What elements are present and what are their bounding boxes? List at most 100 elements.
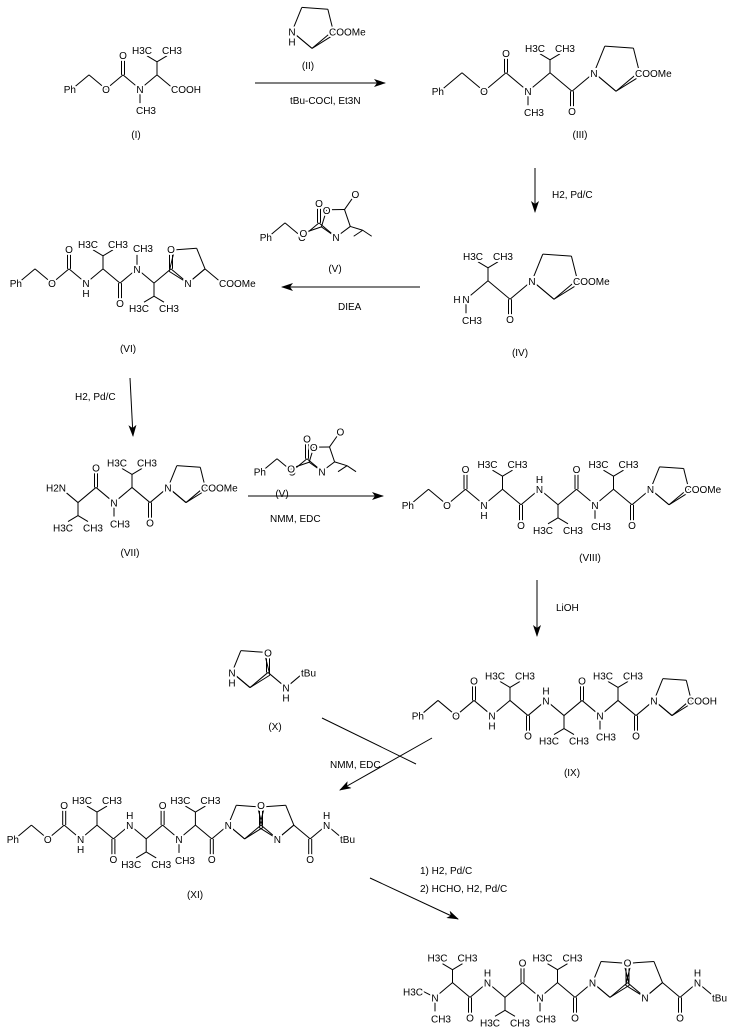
atom-label-n: N (536, 485, 543, 496)
atom-label-ch3: CH3 (83, 524, 103, 535)
bond (261, 458, 278, 472)
pyrrolidine-ring (258, 806, 265, 828)
pyrrolidine-ring (625, 962, 632, 986)
atom-label-o: O (119, 51, 127, 62)
bond (617, 700, 637, 716)
reagent-step7: NMM, EDC (330, 760, 381, 771)
bond (346, 465, 357, 473)
atom-label-h3c: H3C (485, 671, 505, 682)
atom-label-ch3: CH3 (200, 796, 220, 807)
bond (539, 982, 558, 998)
bond (509, 280, 533, 300)
atom-label-o: O (44, 835, 52, 846)
atom-label-n: N (431, 993, 438, 1004)
pyrrolidine-ring (659, 466, 684, 470)
oxazolidinedione-ring (335, 226, 351, 238)
bond (95, 487, 115, 503)
atom-label-h: H (536, 475, 543, 486)
atom-label-tbu: tBu (340, 835, 355, 846)
reagent-step5: NMM, EDC (270, 514, 321, 525)
compound-label-V-top: (V) (328, 264, 341, 275)
pyrrolidine-ring (632, 48, 641, 77)
atom-label-h: H (488, 722, 495, 733)
pyrrolidine-ring (231, 650, 242, 673)
bond (311, 31, 333, 49)
pyrrolidine-ring (196, 248, 206, 270)
atom-label-ch3: CH3 (569, 737, 589, 748)
bond (571, 72, 595, 92)
atom-label-o: O (573, 465, 581, 476)
bond (96, 824, 114, 840)
atom-label-o: O (337, 427, 345, 438)
bond (557, 982, 576, 998)
atom-label-o: O (466, 1013, 474, 1024)
bond (249, 672, 269, 688)
bond (504, 1009, 516, 1017)
pyrrolidine-ring (623, 962, 630, 986)
atom-label-o: O (146, 519, 154, 530)
pyrrolidine-ring (263, 652, 271, 676)
atom-label-ch3: CH3 (133, 244, 153, 255)
bond (520, 488, 540, 506)
bond (145, 824, 163, 840)
pyrrolidine-ring (644, 982, 663, 998)
atom-label-ph: Ph (7, 835, 19, 846)
bond (469, 982, 488, 998)
atom-label-o: O (506, 315, 514, 326)
atom-label-cooh: COOH (171, 85, 201, 96)
bond (505, 72, 529, 92)
atom-label-ph: Ph (64, 85, 76, 96)
atom-label-h: H (480, 511, 487, 522)
atom-label-coome: COOMe (329, 28, 366, 39)
atom-label-h3c: H3C (170, 796, 190, 807)
bond (502, 469, 513, 477)
atom-label-n: N (462, 295, 469, 306)
bond (615, 72, 639, 92)
bond (671, 700, 691, 716)
atom-label-ch3: CH3 (536, 1014, 556, 1025)
bond (465, 280, 489, 300)
atom-label-ch3: CH3 (555, 44, 575, 55)
arrow-step8 (369, 877, 459, 920)
atom-label-o: O (480, 87, 488, 98)
pyrrolidine-ring (650, 466, 661, 490)
atom-label-h3c: H3C (107, 458, 127, 469)
bond (581, 700, 601, 716)
atom-label-o: O (60, 801, 68, 812)
bond (211, 824, 229, 840)
pyrrolidine-ring (240, 650, 265, 653)
pyrrolidine-ring (199, 467, 207, 491)
bond (119, 268, 138, 284)
bond (68, 268, 87, 284)
atom-label-h3c: H3C (132, 46, 152, 57)
bond (153, 295, 165, 303)
bond (244, 824, 262, 840)
bond (613, 469, 624, 477)
atom-label-n: N (110, 499, 117, 510)
bond (442, 963, 453, 971)
atom-label-o: O (306, 855, 314, 866)
atom-label-ph: Ph (402, 501, 414, 512)
atom-label-n: N (542, 696, 549, 707)
pyrrolidine-ring (249, 674, 271, 688)
pyrrolidine-ring (285, 805, 295, 826)
atom-label-n: N (323, 821, 330, 832)
pyrrolidine-ring (685, 680, 693, 704)
bond (491, 700, 511, 716)
atom-label-n: N (164, 483, 171, 494)
pyrrolidine-ring (531, 280, 555, 300)
atom-label-ch3: CH3 (623, 671, 643, 682)
bond (613, 488, 633, 506)
bond (67, 515, 79, 522)
bond (295, 461, 310, 468)
bond (662, 982, 681, 998)
pyrrolidine-ring (653, 961, 663, 983)
atom-label-n: N (484, 979, 491, 990)
pyrrolidine-ring (291, 31, 313, 49)
bond (129, 824, 147, 840)
bond (267, 222, 286, 238)
pyrrolidine-ring (168, 270, 189, 284)
arrow-step4 (128, 377, 137, 437)
pyrrolidine-ring (176, 465, 201, 468)
